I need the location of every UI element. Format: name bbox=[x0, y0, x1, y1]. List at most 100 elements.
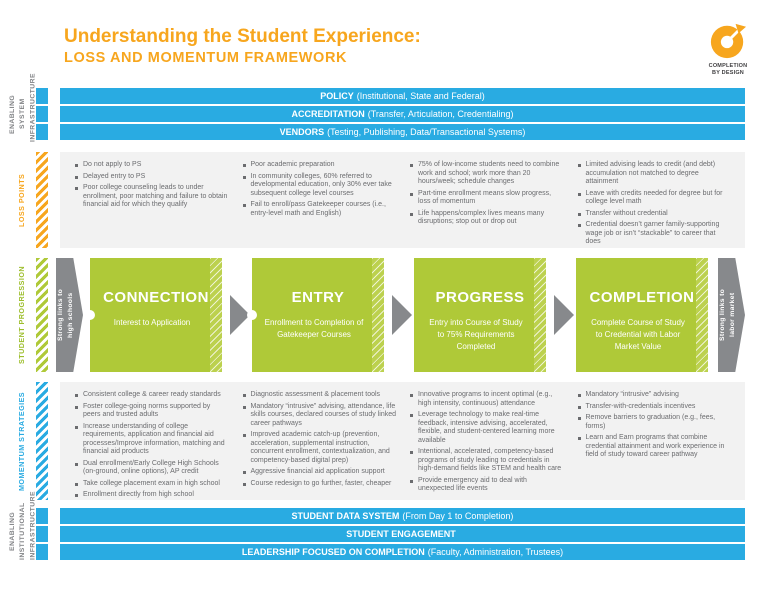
tab-label-line: high schools bbox=[67, 292, 75, 338]
loss-points-column-4: Limited advising leads to credit (and de… bbox=[577, 161, 732, 245]
bullet-item: Provide emergency aid to deal with unexp… bbox=[409, 477, 564, 494]
bullet-item: Do not apply to PS bbox=[74, 161, 229, 170]
loss-points-column-3: 75% of low-income students need to combi… bbox=[409, 161, 564, 239]
stage-stripe-decoration bbox=[696, 258, 708, 372]
rail-chip-accreditation bbox=[36, 106, 48, 122]
loss-points-panel: Do not apply to PS Delayed entry to PS Poo… bbox=[60, 152, 745, 248]
bullet-item: Leave with credits needed for degree but… bbox=[577, 190, 732, 207]
logo-word-line1: COMPLETION bbox=[708, 63, 748, 69]
stage-subtitle: Interest to Application bbox=[113, 318, 191, 327]
bullet-item: Diagnostic assessment & placement tools bbox=[242, 391, 397, 400]
bullet-item: Leverage technology to make real-time fe… bbox=[409, 411, 564, 445]
student-engagement-bar: STUDENT ENGAGEMENT bbox=[60, 526, 745, 542]
student-data-system-bar: STUDENT DATA SYSTEM(From Day 1 to Comple… bbox=[60, 508, 745, 524]
page-title-line1: Understanding the Student Experience: bbox=[64, 26, 421, 47]
bullet-item: Increase understanding of college requir… bbox=[74, 423, 229, 457]
accreditation-bar: ACCREDITATION(Transfer, Articulation, Cr… bbox=[60, 106, 745, 122]
stage-title: CONNECTION bbox=[103, 289, 209, 306]
bullet-item: Intentional, accelerated, competency-bas… bbox=[409, 448, 564, 474]
high-schools-link-tab: Strong links to high schools bbox=[56, 258, 83, 372]
vendors-bar: VENDORS(Testing, Publishing, Data/Transa… bbox=[60, 124, 745, 140]
section-label-line: STUDENT PROGRESSION bbox=[17, 266, 26, 365]
bullet-item: Remove barriers to graduation (e.g., fee… bbox=[577, 414, 732, 431]
rail-stripe-loss-points bbox=[36, 152, 48, 248]
section-label-line: MOMENTUM STRATEGIES bbox=[17, 391, 26, 491]
bullet-item: Transfer-with-credentials incentives bbox=[577, 403, 732, 412]
bullet-item: Mandatory “intrusive” advising, attendan… bbox=[242, 403, 396, 429]
stage-title: ENTRY bbox=[291, 289, 345, 306]
bar-subtitle: (Testing, Publishing, Data/Transactional… bbox=[327, 127, 526, 137]
bullet-item: Delayed entry to PS bbox=[74, 173, 229, 182]
bar-title: VENDORS bbox=[279, 127, 325, 137]
policy-bar: POLICY(Institutional, State and Federal) bbox=[60, 88, 745, 104]
stage-subtitle: Complete Course of Study to Credential w… bbox=[591, 318, 685, 351]
bullet-item: Improved academic catch-up (prevention, … bbox=[242, 431, 397, 465]
bullet-item: Part-time enrollment means slow progress… bbox=[409, 190, 564, 207]
rail-chip-student-data bbox=[36, 508, 48, 524]
stage-subtitle: Enrollment to Completion of Gatekeeper C… bbox=[264, 318, 364, 339]
tab-label-line: labor market bbox=[729, 292, 737, 338]
section-label-momentum-strategies: MOMENTUM STRATEGIES bbox=[17, 382, 29, 500]
section-label-line: ENABLING SYSTEM bbox=[9, 94, 27, 134]
stage-stripe-decoration bbox=[210, 258, 222, 372]
stage-completion: COMPLETION Complete Course of Study to C… bbox=[576, 258, 708, 372]
labor-market-link-tab: Strong links to labor market bbox=[718, 258, 745, 372]
stage-stripe-decoration bbox=[534, 258, 546, 372]
page-title-line2: LOSS AND MOMENTUM FRAMEWORK bbox=[64, 49, 348, 66]
momentum-strategies-panel: Consistent college & career ready standa… bbox=[60, 382, 745, 500]
leadership-completion-bar: LEADERSHIP FOCUSED ON COMPLETION(Faculty… bbox=[60, 544, 745, 560]
bullet-item: Fail to enroll/pass Gatekeeper courses (… bbox=[242, 201, 397, 218]
section-label-enabling-institutional: ENABLING INSTITUTIONAL INFRASTRUCTURE bbox=[8, 491, 36, 560]
bullet-item: Course redesign to go further, faster, c… bbox=[242, 480, 397, 489]
tab-label-line: Strong links to bbox=[57, 288, 64, 342]
bullet-item: Poor college counseling leads to under e… bbox=[74, 184, 229, 210]
bar-subtitle: (Faculty, Administration, Trustees) bbox=[427, 547, 564, 557]
bullet-item: 75% of low-income students need to combi… bbox=[409, 161, 564, 187]
bar-subtitle: (Institutional, State and Federal) bbox=[356, 91, 485, 101]
rail-stripe-momentum bbox=[36, 382, 48, 500]
momentum-column-3: Innovative programs to incent optimal (e… bbox=[409, 391, 564, 494]
rail-stripe-progression bbox=[36, 258, 48, 372]
completion-by-design-logo-icon bbox=[709, 22, 747, 60]
bullet-item: Take college placement exam in high scho… bbox=[74, 480, 229, 489]
stage-progress: PROGRESS Entry into Course of Study to 7… bbox=[414, 258, 546, 372]
stage-connection: CONNECTION Interest to Application bbox=[85, 258, 222, 372]
bar-title: POLICY bbox=[320, 91, 354, 101]
stage-title: COMPLETION bbox=[589, 289, 695, 306]
stage-subtitle: Entry into Course of Study to 75% Requir… bbox=[429, 318, 523, 351]
rail-chip-policy bbox=[36, 88, 48, 104]
section-label-line: LOSS POINTS bbox=[17, 173, 26, 227]
arrow-right-icon bbox=[554, 295, 574, 335]
bar-title: STUDENT ENGAGEMENT bbox=[346, 529, 456, 539]
bar-subtitle: (Transfer, Articulation, Credentialing) bbox=[367, 109, 514, 119]
arrow-right-icon bbox=[392, 295, 412, 335]
completion-by-design-logo: COMPLETION BY DESIGN bbox=[703, 22, 753, 77]
bar-title: ACCREDITATION bbox=[291, 109, 365, 119]
bullet-item: Dual enrollment/Early College High Schoo… bbox=[74, 460, 229, 477]
tab-label-line: Strong links to bbox=[719, 288, 726, 342]
bar-title: LEADERSHIP FOCUSED ON COMPLETION bbox=[241, 547, 425, 557]
rail-chip-engagement bbox=[36, 526, 48, 542]
bullet-item: Innovative programs to incent optimal (e… bbox=[409, 391, 564, 408]
section-label-enabling-system: ENABLING SYSTEM INFRASTRUCTURE bbox=[8, 73, 36, 142]
stage-title: PROGRESS bbox=[435, 289, 525, 306]
stage-stripe-decoration bbox=[372, 258, 384, 372]
bullet-item: Credential doesn’t garner family-support… bbox=[577, 221, 732, 247]
bullet-item: Limited advising leads to credit (and de… bbox=[577, 161, 732, 187]
bar-title: STUDENT DATA SYSTEM bbox=[291, 511, 400, 521]
bullet-item: Enrollment directly from high school bbox=[74, 491, 229, 500]
bullet-item: Mandatory “intrusive” advising bbox=[577, 391, 732, 400]
loss-points-column-1: Do not apply to PS Delayed entry to PS Poo… bbox=[74, 161, 229, 239]
bullet-item: Aggressive financial aid application sup… bbox=[242, 468, 397, 477]
stage-entry: ENTRY Enrollment to Completion of Gateke… bbox=[247, 258, 384, 372]
bullet-item: Foster college-going norms supported by … bbox=[74, 403, 229, 420]
bar-subtitle: (From Day 1 to Completion) bbox=[402, 511, 514, 521]
bullet-item: Learn and Earn programs that combine cre… bbox=[577, 434, 732, 460]
bullet-item: Consistent college & career ready standa… bbox=[74, 391, 229, 400]
bullet-item: Life happens/complex lives means many di… bbox=[409, 210, 564, 227]
section-label-loss-points: LOSS POINTS bbox=[17, 152, 29, 248]
